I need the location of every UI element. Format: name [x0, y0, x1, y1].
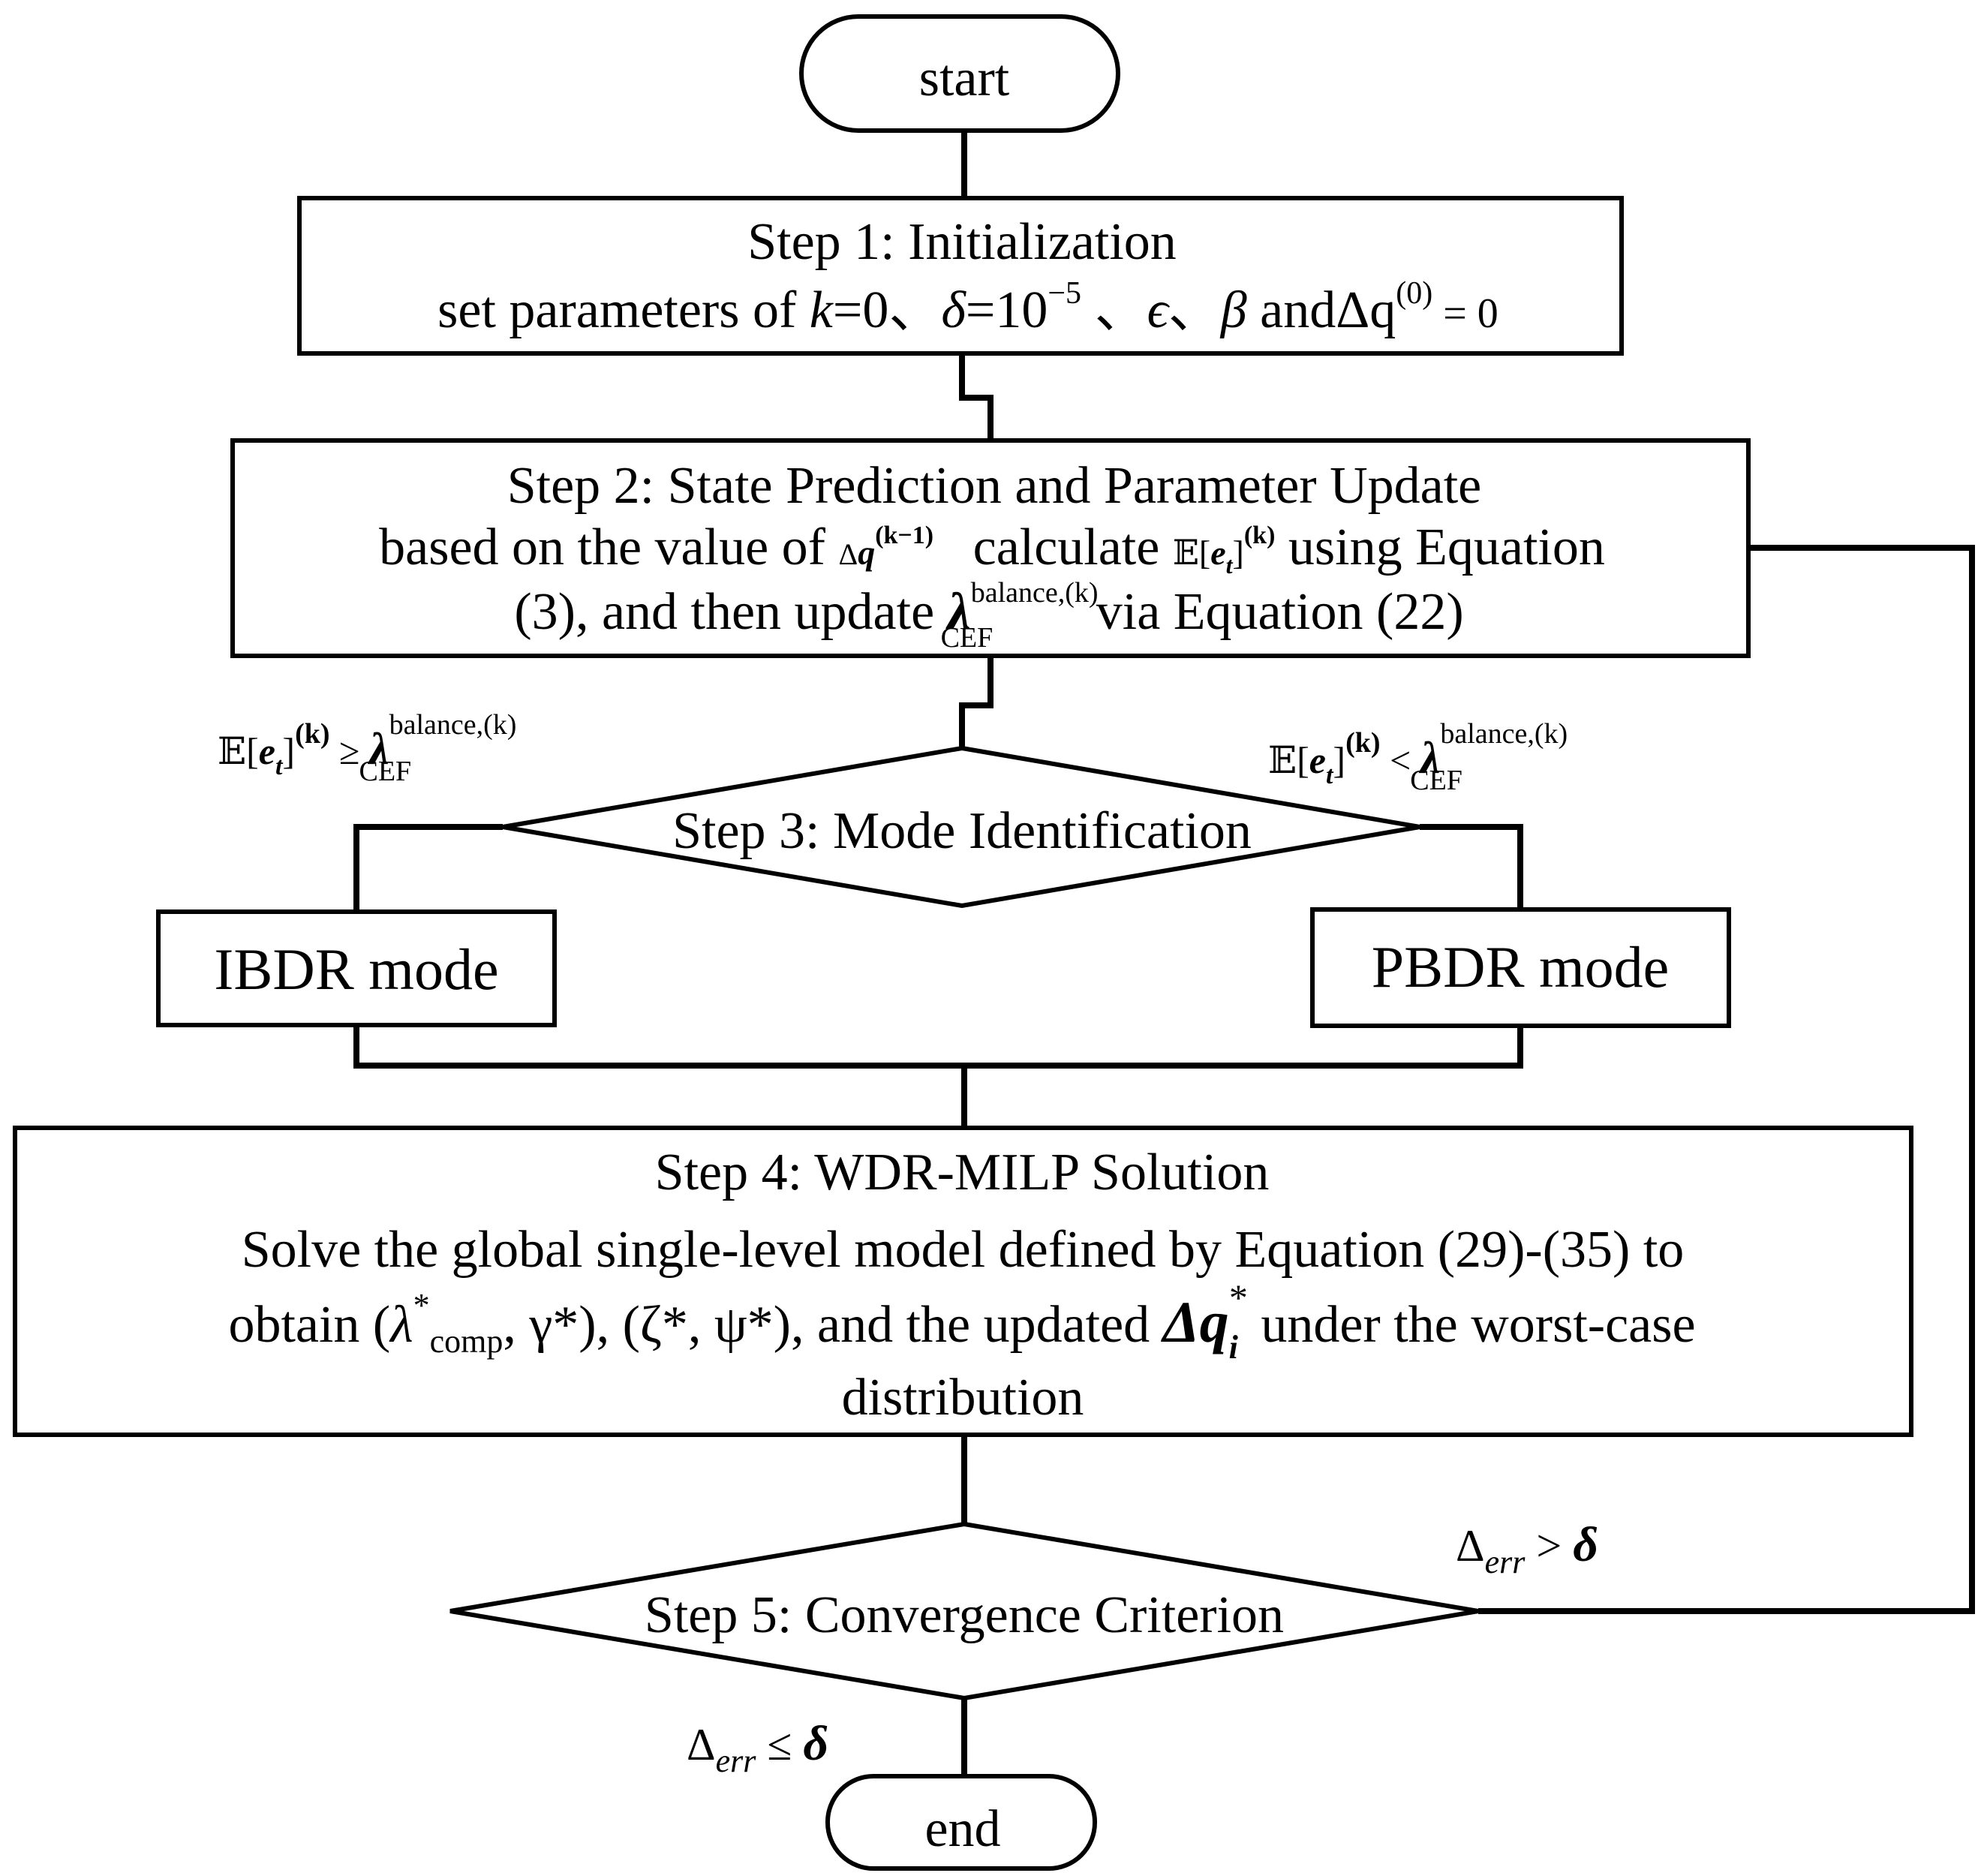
step5-title: Step 5: Convergence Criterion — [645, 1586, 1284, 1644]
step5-gt-condition: Δerr > δ — [1456, 1517, 1598, 1580]
arrow-step3-to-ibdr — [353, 824, 503, 912]
line-ibdr-merge — [353, 1025, 964, 1069]
arrow-step5-feedback-to-step2 — [1478, 545, 1975, 1614]
pbdr-mode-label: PBDR mode — [1372, 934, 1670, 1000]
step3-right-condition: 𝔼[et](k) < λbalance,(k)CEF — [1268, 718, 1568, 796]
step2-line2: based on the value of Δq(k−1) calculate … — [379, 519, 1605, 579]
start-terminal — [799, 14, 1120, 133]
step4-line3: obtain (λ*comp, γ*), (ζ*, ψ*), and the u… — [228, 1276, 1695, 1366]
step2-line3: (3), and then update λbalance,(k)CEF via… — [514, 577, 1463, 654]
step3-title: Step 3: Mode Identification — [672, 802, 1252, 860]
step4-line2: Solve the global single-level model defi… — [242, 1221, 1685, 1279]
arrow-step1-to-step2 — [959, 353, 994, 440]
line-pbdr-merge — [964, 1026, 1523, 1069]
arrow-step2-to-step3 — [959, 656, 994, 748]
ibdr-mode-label: IBDR mode — [214, 936, 498, 1002]
end-label: end — [924, 1800, 1000, 1858]
step1-box — [297, 196, 1624, 356]
start-label: start — [919, 50, 1010, 107]
arrow-step3-to-pbdr — [1420, 824, 1523, 909]
step2-title: Step 2: State Prediction and Parameter U… — [507, 457, 1482, 515]
step4-line4: distribution — [842, 1369, 1084, 1427]
step1-params: set parameters of k=0、δ=10−5 、ϵ、β andΔq(… — [437, 276, 1499, 339]
step1-title: Step 1: Initialization — [747, 213, 1177, 271]
step5-le-condition: Δerr ≤ δ — [687, 1716, 828, 1779]
step4-title: Step 4: WDR-MILP Solution — [655, 1144, 1270, 1201]
step3-left-condition: 𝔼[et](k) ≥ λbalance,(k)CEF — [218, 709, 516, 787]
step3-decision — [502, 745, 1420, 909]
